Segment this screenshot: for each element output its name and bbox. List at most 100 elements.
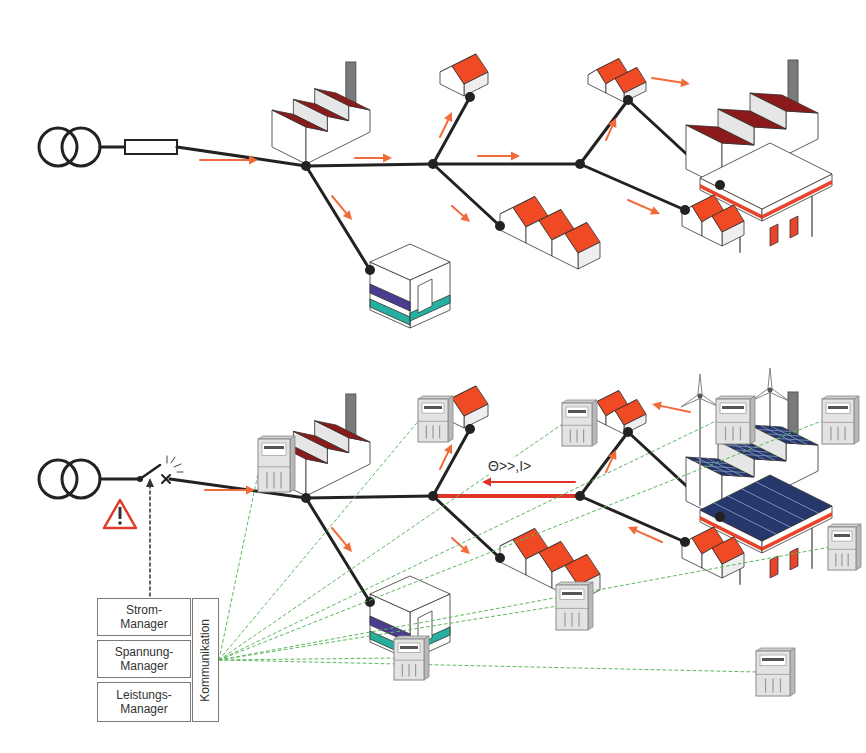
meter-terminal (570, 430, 571, 442)
flow-arrow (661, 406, 690, 412)
spark-line (167, 456, 168, 463)
flow-arrow-head (444, 444, 452, 454)
junction-dot (465, 424, 475, 434)
branch-wire (433, 164, 500, 226)
meter-terminal (725, 427, 726, 440)
communication-link (219, 423, 564, 660)
flow-arrow-head (511, 152, 520, 161)
flow-arrow (355, 157, 383, 159)
meter-display (826, 403, 850, 414)
feeder-wire (100, 478, 140, 481)
meter-digits (828, 406, 848, 409)
communication-link (219, 420, 718, 660)
meter-terminal (439, 426, 440, 438)
meter-housing (716, 399, 750, 444)
communication-band: Kommunikation (192, 598, 219, 722)
solar-roof (686, 457, 754, 477)
solar-cell-line (728, 496, 790, 527)
junction-dot (575, 159, 585, 169)
meter-side (424, 636, 429, 680)
meter-terminal (432, 426, 433, 438)
meter-side (854, 396, 859, 444)
warning-triangle (104, 500, 136, 528)
communication-link (219, 547, 830, 660)
factory-roof (272, 110, 327, 131)
meter-side (588, 582, 593, 630)
fuel-pump (770, 224, 778, 246)
meter-digits (568, 410, 586, 413)
solar-roof (750, 425, 818, 445)
feeder-wire (306, 164, 580, 166)
meter-terminal (848, 554, 849, 566)
communication-link (219, 419, 420, 660)
meter-housing (556, 585, 588, 630)
flow-arrow (452, 538, 463, 548)
meter-display (262, 443, 286, 455)
office-band (370, 299, 410, 325)
solar-cell-line (704, 466, 736, 468)
flow-arrow (652, 78, 681, 83)
solar-cell-line (756, 482, 818, 513)
transformer-coil (39, 460, 77, 498)
meter-divider (258, 466, 290, 467)
meter-housing (258, 439, 290, 492)
meter-terminal (740, 427, 741, 440)
meter-housing (822, 399, 854, 444)
junction-dot (575, 491, 585, 501)
spark-line (174, 464, 181, 467)
house-roof (712, 205, 744, 232)
meter-terminal (583, 430, 584, 442)
meter-terminal (844, 427, 845, 440)
branch-wire (306, 166, 370, 270)
junction-dot (465, 92, 475, 102)
fuel-pump (770, 556, 778, 578)
house-roof (452, 54, 488, 84)
house-roof (712, 537, 744, 564)
meter-digits (400, 646, 418, 649)
solar-cell-line (707, 458, 743, 476)
box-label: Strom- Manager (108, 603, 180, 632)
branch-wire (433, 496, 500, 558)
flow-arrow-head (460, 545, 470, 554)
meter-terminal (830, 427, 831, 440)
flow-arrow (440, 120, 448, 137)
manager-box: Leistungs- Manager (97, 682, 191, 722)
meter-display (760, 655, 786, 666)
flow-arrow-head (628, 527, 638, 535)
turbine-tower (699, 396, 701, 505)
communication-link (219, 464, 260, 660)
meter-terminal (578, 613, 579, 626)
switch-blade (140, 465, 160, 479)
transformer-coil (62, 460, 100, 498)
solar-cell-line (713, 471, 745, 473)
turbine-blade (698, 374, 702, 396)
flow-arrow-head (383, 154, 392, 163)
meter-housing (394, 639, 424, 680)
meter-side (856, 524, 861, 570)
meter-divider (822, 422, 854, 423)
meter-divider (562, 425, 592, 426)
meter-terminal (415, 665, 416, 676)
meter-terminal (841, 554, 842, 566)
meter-side (290, 436, 295, 492)
box-label: Spannung- Manager (108, 645, 180, 674)
meter-terminal (765, 679, 766, 692)
flow-arrow-head (444, 112, 452, 122)
junction-dot (428, 159, 438, 169)
factory-roof (293, 431, 348, 452)
flow-arrow (606, 126, 612, 140)
meter-display (560, 589, 584, 600)
meter-terminal (780, 679, 781, 692)
meter-housing (756, 651, 790, 696)
junction-dot (301, 493, 311, 503)
meter-terminal (732, 427, 733, 440)
meter-digits (562, 592, 582, 595)
meter-divider (556, 608, 588, 609)
communication-link (219, 420, 824, 660)
solar-canopy (700, 475, 832, 541)
flow-arrow-head (652, 401, 662, 410)
meter-terminal (835, 554, 836, 566)
protection-label: Θ>>,I> (486, 458, 533, 474)
flow-arrow-head (249, 156, 258, 165)
control-signal-head (146, 478, 154, 487)
